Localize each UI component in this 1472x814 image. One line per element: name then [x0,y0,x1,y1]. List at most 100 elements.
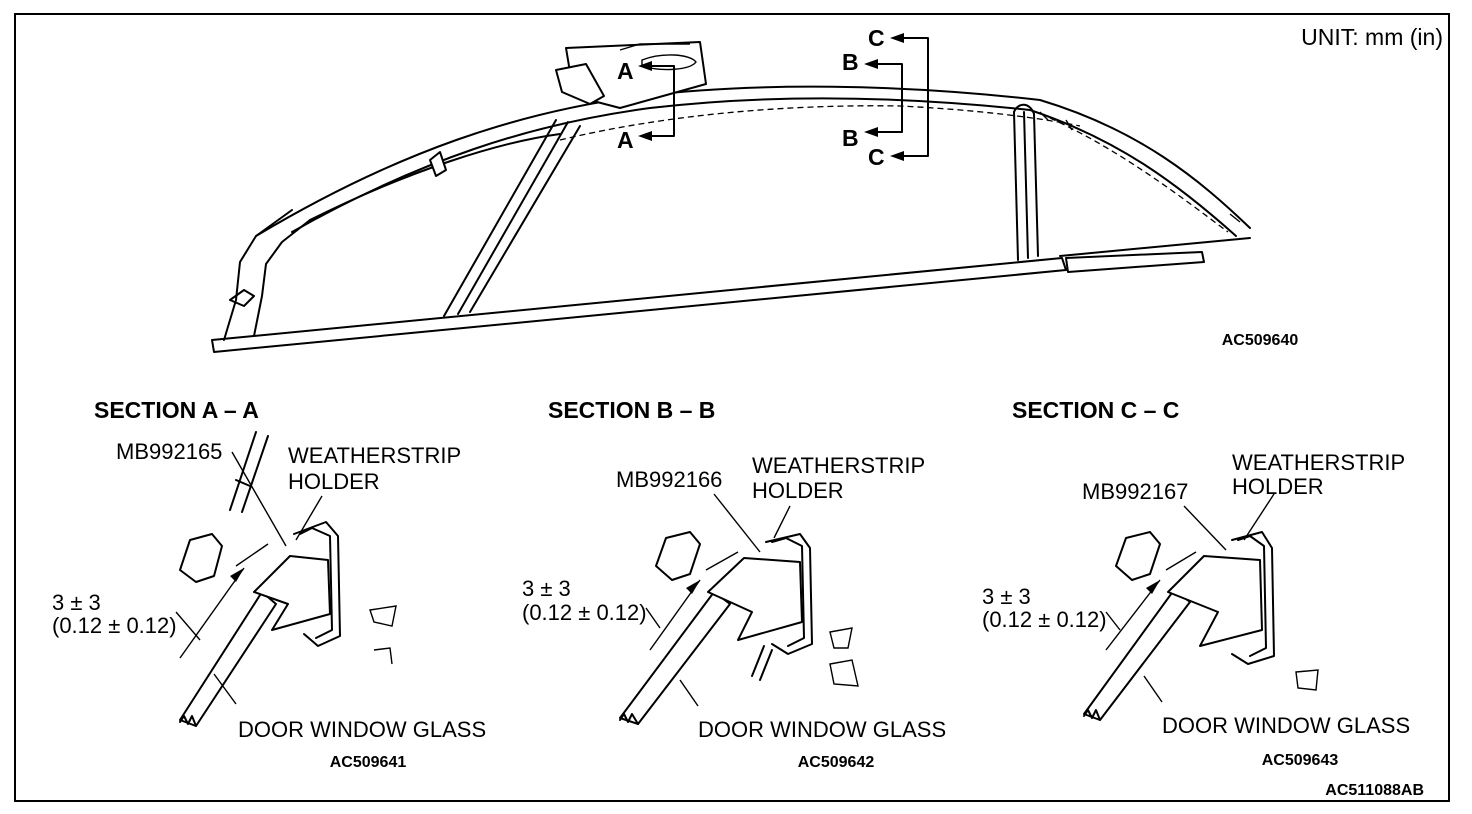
mirror-bracket-hole [641,54,697,71]
rear-sill-edge [1059,237,1251,257]
marker-a-bottom: A [617,127,634,153]
marker-b-arrows [864,59,878,137]
section-a-clearance-line1: 3 ± 3 [52,590,101,615]
section-a-glass-break [179,715,197,727]
section-b-detail-marks [829,627,859,687]
marker-a-top: A [617,58,634,84]
section-a-seal [179,533,223,583]
unit-label: UNIT: mm (in) [1301,24,1443,50]
section-b-dim-arrow [686,580,700,594]
section-a-weatherstrip [253,555,331,631]
roof-rail-inner [291,97,1237,237]
section-c-holder-line2: HOLDER [1232,474,1324,499]
roof-rail-hidden [559,105,1081,141]
section-a-upper-strip [229,431,269,513]
section-a-holder-leader [295,495,323,541]
marker-c-top: C [868,25,885,51]
rear-rail-ticks [1039,111,1241,223]
section-b-glass: DOOR WINDOW GLASS [698,717,946,742]
section-b-glass-break [619,713,639,725]
sill-beam [211,257,1067,353]
rail-clip [429,151,447,177]
section-b-holder [765,533,813,655]
roof-frame-illustration [211,41,1251,353]
section-b-tool: MB992166 [616,467,722,492]
marker-a-arrows [638,61,652,141]
section-a-glass: DOOR WINDOW GLASS [238,717,486,742]
section-c-glass-shape [1083,589,1191,721]
b-pillar-left [443,119,557,317]
rear-rail-hidden [1049,117,1229,233]
section-markers: A A B B C C [617,25,929,170]
mirror-bracket-lower [555,63,605,105]
section-b: SECTION B – B MB992166 WEATHERSTRIP HOLD… [522,397,946,771]
section-a-clearance-line2: (0.12 ± 0.12) [52,613,177,638]
section-c-glass-break [1083,709,1101,721]
section-c-glass-leader [1143,675,1163,703]
front-window-top [309,133,561,221]
section-c-holder-leader [1243,493,1275,541]
section-c-tool: MB992167 [1082,479,1188,504]
section-b-glass-leader [679,679,699,707]
marker-c-bracket [901,37,929,157]
section-a-dim-arrow [230,568,244,582]
section-a-holder-line2: HOLDER [288,469,380,494]
section-a-holder [293,521,341,647]
section-c-tool-leader [1183,505,1227,551]
section-b-clearance-line2: (0.12 ± 0.12) [522,600,647,625]
section-b-weatherstrip [707,557,803,641]
section-c-clearance-line1: 3 ± 3 [982,584,1031,609]
section-c-holder-line1: WEATHERSTRIP [1232,450,1405,475]
c-pillar-right [1033,113,1039,257]
section-c-glass: DOOR WINDOW GLASS [1162,713,1410,738]
section-a-title: SECTION A – A [94,397,259,423]
section-c-clearance-line2: (0.12 ± 0.12) [982,607,1107,632]
c-pillar-left [1013,111,1019,261]
section-a: SECTION A – A MB992165 WEATHERSTRIP HOLD… [52,397,486,771]
section-c: SECTION C – C MB992167 WEATHERSTRIP HOLD… [982,397,1410,769]
section-b-holder-line2: HOLDER [752,478,844,503]
a-pillar-inner [253,219,311,337]
section-a-holder-line1: WEATHERSTRIP [288,443,461,468]
section-a-code: AC509641 [330,754,407,771]
section-a-tool: MB992165 [116,439,222,464]
rear-sill-panel [1065,251,1205,273]
section-c-seal [1115,531,1161,581]
section-b-lower-strip [751,645,773,681]
section-b-code: AC509642 [798,754,875,771]
section-a-tool-leader [231,451,287,547]
roof-rail-outer [255,85,1251,237]
b-pillar-mid [457,121,569,315]
section-b-tool-leader [713,493,761,553]
c-pillar-mid [1023,111,1029,259]
marker-b-bracket [875,63,903,133]
section-c-code: AC509643 [1262,752,1339,769]
section-b-holder-leader [773,505,791,539]
c-pillar-cap [1013,103,1035,115]
diagram-frame [14,13,1450,802]
marker-b-top: B [842,49,859,75]
section-c-weatherstrip [1167,555,1263,647]
section-c-dim-arrow [1146,580,1160,594]
marker-c-bottom: C [868,144,885,170]
a-pillar-bracket [229,289,255,307]
b-pillar-right [469,125,581,313]
marker-b-bottom: B [842,125,859,151]
overview-figure-code: AC509640 [1222,332,1299,349]
document-code: AC511088AB [1325,782,1424,799]
section-a-detail-marks [369,605,397,665]
section-c-detail-marks [1295,669,1319,691]
mirror-bracket-edge [619,43,690,51]
section-a-dim-leader [175,611,201,641]
section-a-dim-lines [179,543,269,659]
section-a-glass-shape [179,591,277,727]
a-pillar-outer [223,209,293,341]
marker-a-bracket [649,65,675,137]
section-b-dim-leader [645,607,661,629]
section-b-seal [655,531,701,581]
section-c-title: SECTION C – C [1012,397,1179,423]
section-a-glass-leader [213,673,237,705]
section-b-clearance-line1: 3 ± 3 [522,576,571,601]
section-c-dim-leader [1105,611,1121,631]
